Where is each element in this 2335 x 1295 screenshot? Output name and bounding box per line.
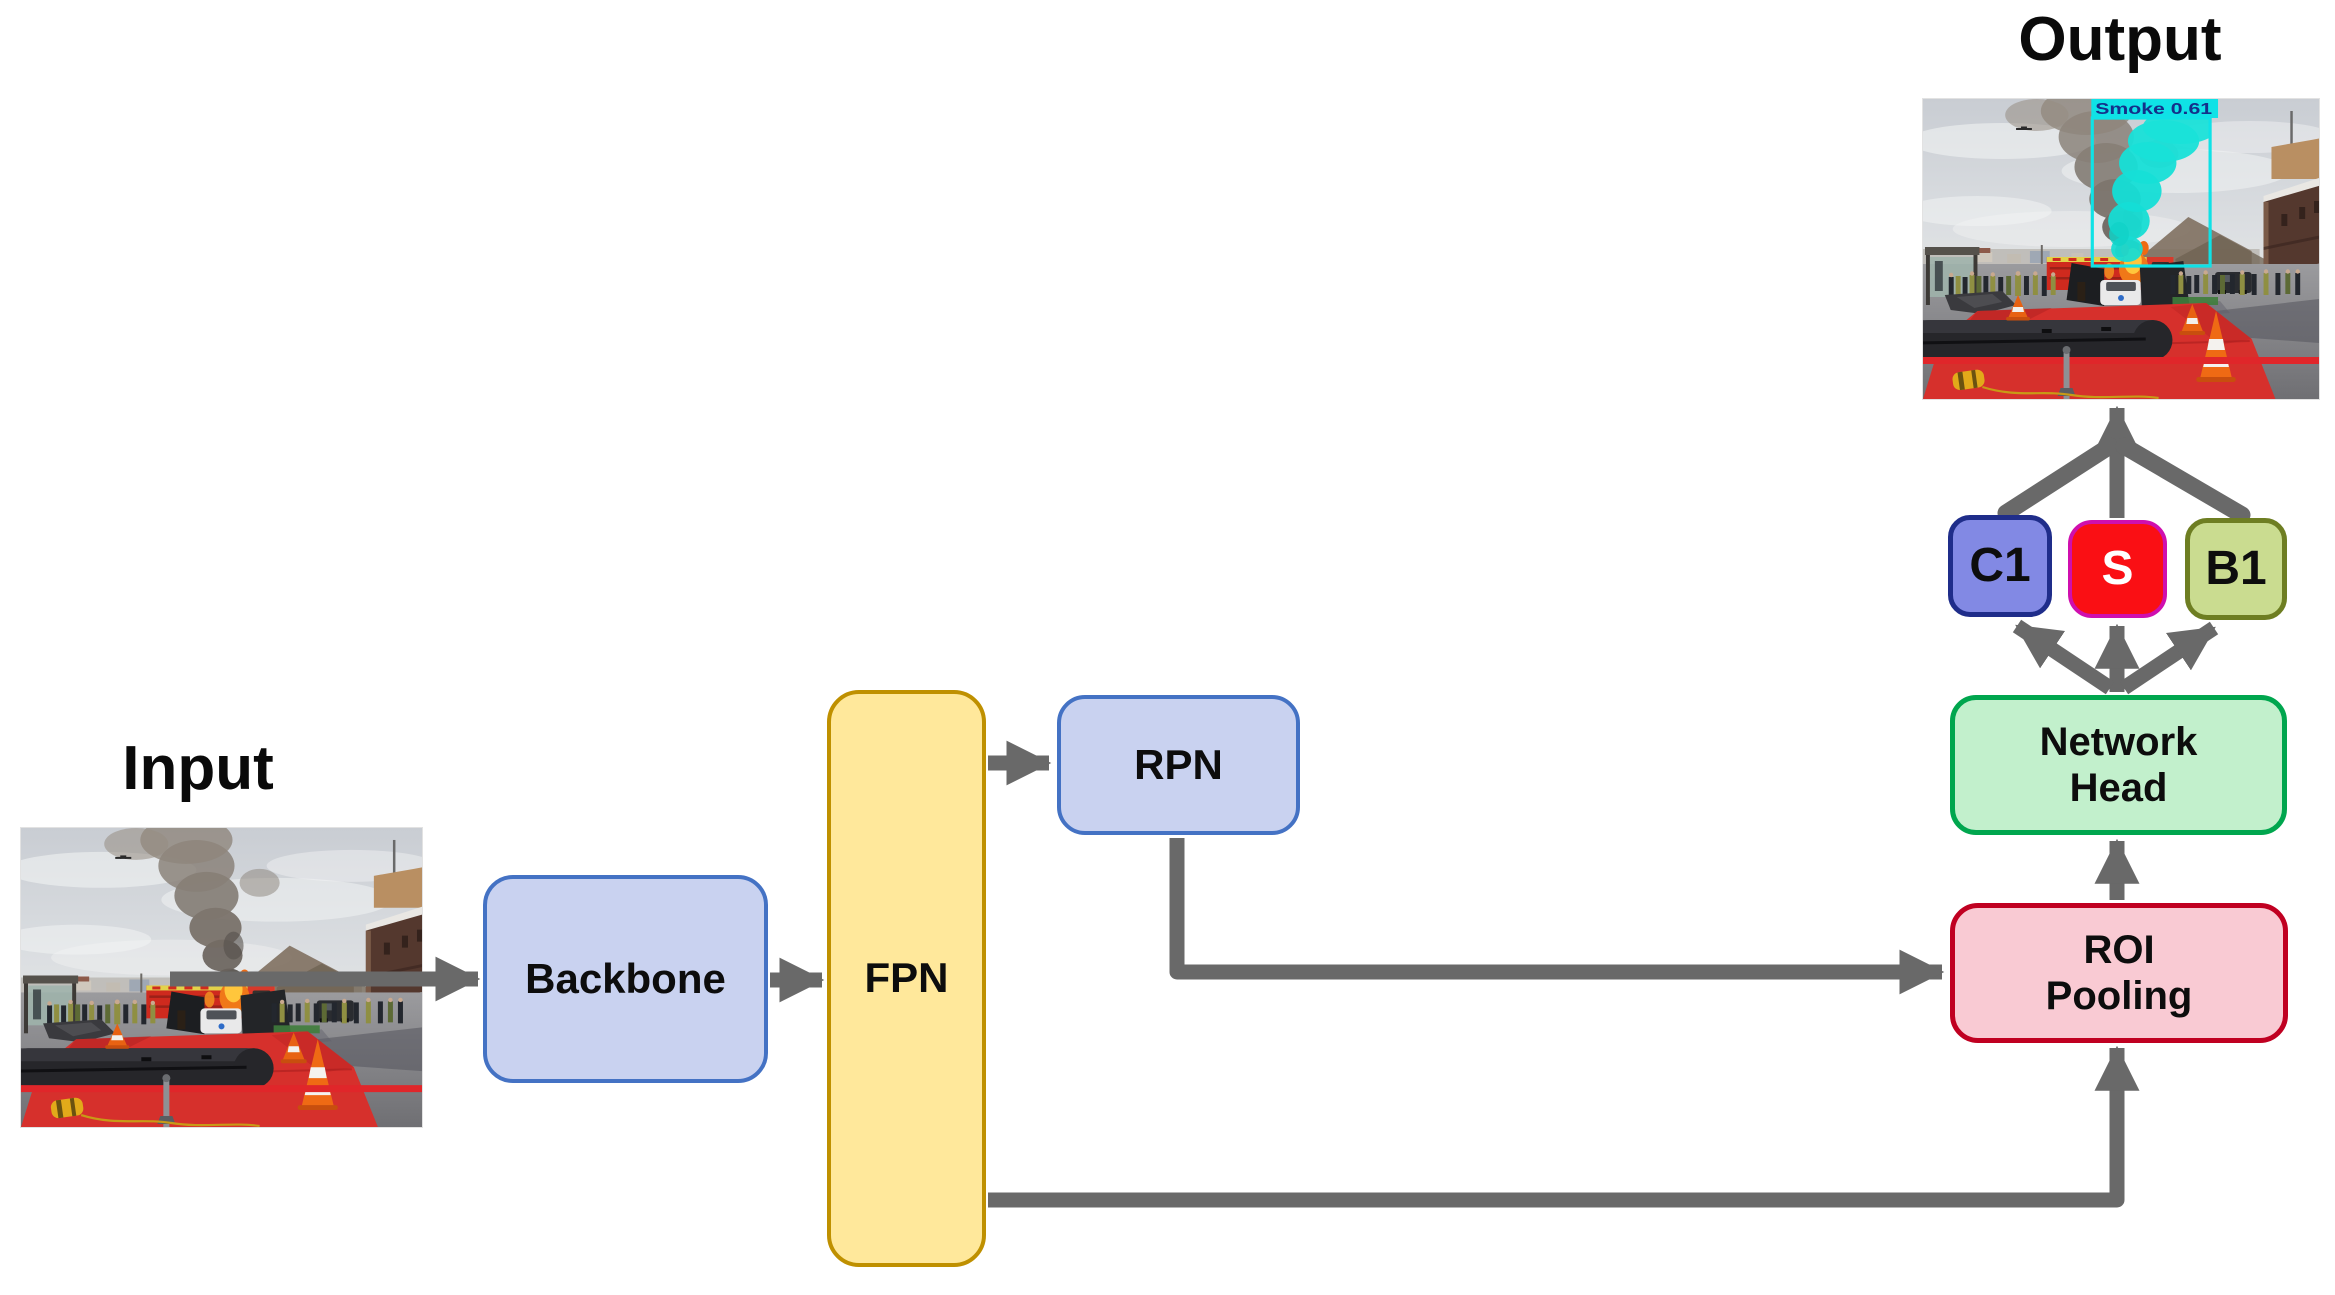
output-photo: Smoke 0.61 <box>1922 98 2320 400</box>
network-head-label: Network Head <box>2039 719 2198 810</box>
roi-pooling-node: ROI Pooling <box>1950 903 2288 1043</box>
backbone-node: Backbone <box>483 875 768 1083</box>
network-head-node: Network Head <box>1950 695 2287 835</box>
detection-label: Smoke 0.61 <box>2095 101 2212 118</box>
arrow-networkhead-c1 <box>2012 619 2115 695</box>
c1-node: C1 <box>1948 515 2052 617</box>
c1-label: C1 <box>1969 539 2031 593</box>
line-c1-merge <box>1997 437 2119 522</box>
rpn-label: RPN <box>1134 740 1223 788</box>
detection-label-bg <box>2091 99 2219 118</box>
input-photo <box>20 827 423 1128</box>
fpn-node: FPN <box>827 690 986 1267</box>
fpn-label: FPN <box>864 954 949 1002</box>
rpn-node: RPN <box>1057 695 1300 835</box>
b1-node: B1 <box>2185 518 2287 620</box>
s-label: S <box>2101 542 2134 596</box>
backbone-label: Backbone <box>525 954 726 1002</box>
arrow-networkhead-b1 <box>2119 621 2219 695</box>
smoke-detection-overlay: Smoke 0.61 <box>2090 99 2219 268</box>
output-title: Output <box>2018 5 2222 74</box>
line-b1-merge <box>2115 437 2251 524</box>
arrow-fpn-roi <box>988 1045 2140 1208</box>
smoke-mask <box>2108 118 2211 262</box>
s-node: S <box>2068 520 2167 618</box>
arrow-rpn-roi <box>1169 838 1945 995</box>
b1-label: B1 <box>2205 542 2267 596</box>
roi-pooling-label: ROI Pooling <box>2045 927 2193 1018</box>
input-title: Input <box>122 734 274 803</box>
